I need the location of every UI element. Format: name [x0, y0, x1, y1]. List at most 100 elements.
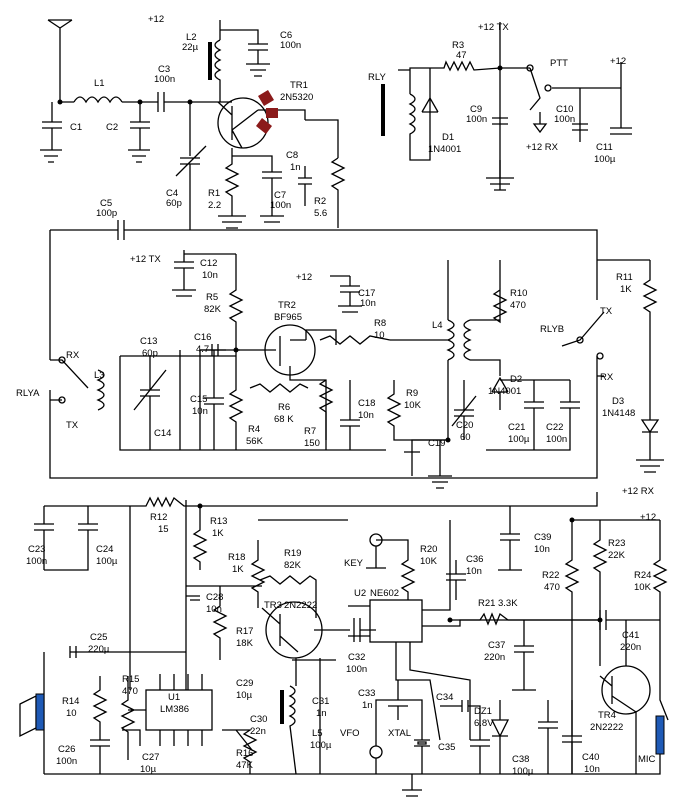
c38-value: 100µ [512, 766, 534, 777]
c30-value: 22n [250, 726, 266, 737]
c22-ref: C22 [546, 422, 563, 433]
r11-ref: R11 [616, 272, 633, 283]
l2-value: 22µ [182, 42, 199, 53]
tx-a-label: TX [66, 420, 79, 431]
c5-ref: C5 [100, 198, 112, 209]
supply-p12-tx-c12: +12 TX [130, 254, 161, 265]
r20-value: 10K [420, 556, 438, 567]
c31-value: 1n [316, 708, 327, 719]
c37-ref: C37 [488, 640, 505, 651]
c3-ref: C3 [158, 64, 170, 75]
r15-value: 470 [122, 686, 138, 697]
c32-value: 100n [346, 664, 367, 675]
c18-value: 10n [358, 410, 374, 421]
u1-ref: U1 [168, 692, 180, 703]
r9-value: 10K [404, 400, 422, 411]
tr4-ref: TR4 [598, 710, 616, 721]
mic-label: MIC [638, 754, 656, 765]
l2-ref: L2 [186, 32, 197, 43]
r21-value: 3.3K [498, 598, 518, 609]
c10-ref: C10 [556, 104, 573, 115]
c12-ref: C12 [200, 258, 217, 269]
r23-ref: R23 [608, 538, 625, 549]
r5-value: 82K [204, 304, 222, 315]
r14-ref: R14 [62, 696, 79, 707]
r8-ref: R8 [374, 318, 386, 329]
c19-ref: C19 [428, 438, 445, 449]
c23-value: 100n [26, 556, 47, 567]
c28-ref: C28 [206, 592, 223, 603]
c6-ref: C6 [280, 30, 292, 41]
r16-value: 47K [236, 760, 254, 771]
c20-ref: C20 [456, 420, 473, 431]
dz1-value: 6.8V [474, 718, 494, 729]
rx-a-label: RX [66, 350, 80, 361]
r14-value: 10 [66, 708, 77, 719]
tr2-ref: TR2 [278, 300, 296, 311]
c16-value: 4.7 [196, 344, 209, 355]
r17-value: 18K [236, 638, 254, 649]
c40-value: 10n [584, 764, 600, 775]
d2-value: 1N4001 [488, 386, 521, 397]
c12-value: 10n [202, 270, 218, 281]
c41-ref: C41 [622, 630, 639, 641]
c15-ref: C15 [190, 394, 207, 405]
supply-p12-tr2: +12 [296, 272, 312, 283]
c11-value: 100µ [594, 154, 616, 165]
rlya-label: RLYA [16, 388, 40, 399]
rx-b-label: RX [600, 372, 614, 383]
c23-ref: C23 [28, 544, 45, 555]
r3-value: 47 [456, 50, 467, 61]
c27-value: 10µ [140, 764, 157, 775]
c4-ref: C4 [166, 188, 178, 199]
r4-value: 56K [246, 436, 264, 447]
c26-ref: C26 [58, 744, 75, 755]
c7-ref: C7 [274, 190, 286, 201]
c41-value: 220n [620, 642, 641, 653]
tx-b-label: TX [600, 306, 613, 317]
c37-value: 220n [484, 652, 505, 663]
r7-value: 150 [304, 438, 320, 449]
d2-ref: D2 [510, 374, 522, 385]
wiring [19, 19, 669, 797]
c32-ref: C32 [348, 652, 365, 663]
c24-value: 100µ [96, 556, 118, 567]
r24-value: 10K [634, 582, 652, 593]
r2-ref: R2 [314, 196, 326, 207]
r10-ref: R10 [510, 288, 527, 299]
c38-ref: C38 [512, 754, 529, 765]
tr1-value: 2N5320 [280, 92, 313, 103]
r19-ref: R19 [284, 548, 301, 559]
ptt-label: PTT [550, 58, 568, 69]
r15-ref: R15 [122, 674, 139, 685]
c13-value: 60p [142, 348, 158, 359]
c21-value: 100µ [508, 434, 530, 445]
r6-ref: R6 [278, 402, 290, 413]
r1-ref: R1 [208, 188, 220, 199]
c40-ref: C40 [582, 752, 599, 763]
tr3-value: 2N2222 [284, 600, 317, 611]
c11-ref: C11 [596, 142, 613, 153]
r16-ref: R16 [236, 748, 253, 759]
r12-value: 15 [158, 524, 169, 535]
component-labels: L1 L2 22µ C1 C2 C3 100n C4 60p C5 100p C… [26, 30, 652, 777]
c8-value: 1n [290, 162, 301, 173]
d1-ref: D1 [442, 132, 454, 143]
xtal-label: XTAL [388, 728, 411, 739]
key-label: KEY [344, 558, 364, 569]
c36-value: 10n [466, 566, 482, 577]
u2-ref: U2 [354, 588, 366, 599]
supply-p12-bottom-right: +12 [640, 512, 656, 523]
tr4-value: 2N2222 [590, 722, 623, 733]
c25-ref: C25 [90, 632, 107, 643]
r9-ref: R9 [406, 388, 418, 399]
supply-p12-rx-ptt: +12 RX [526, 142, 559, 153]
l5-ref: L5 [312, 728, 323, 739]
c29-value: 10µ [236, 690, 253, 701]
c8-ref: C8 [286, 150, 298, 161]
c33-ref: C33 [358, 688, 375, 699]
d1-value: 1N4001 [428, 144, 461, 155]
r7-ref: R7 [304, 426, 316, 437]
c6-value: 100n [280, 40, 301, 51]
c13-ref: C13 [140, 336, 157, 347]
